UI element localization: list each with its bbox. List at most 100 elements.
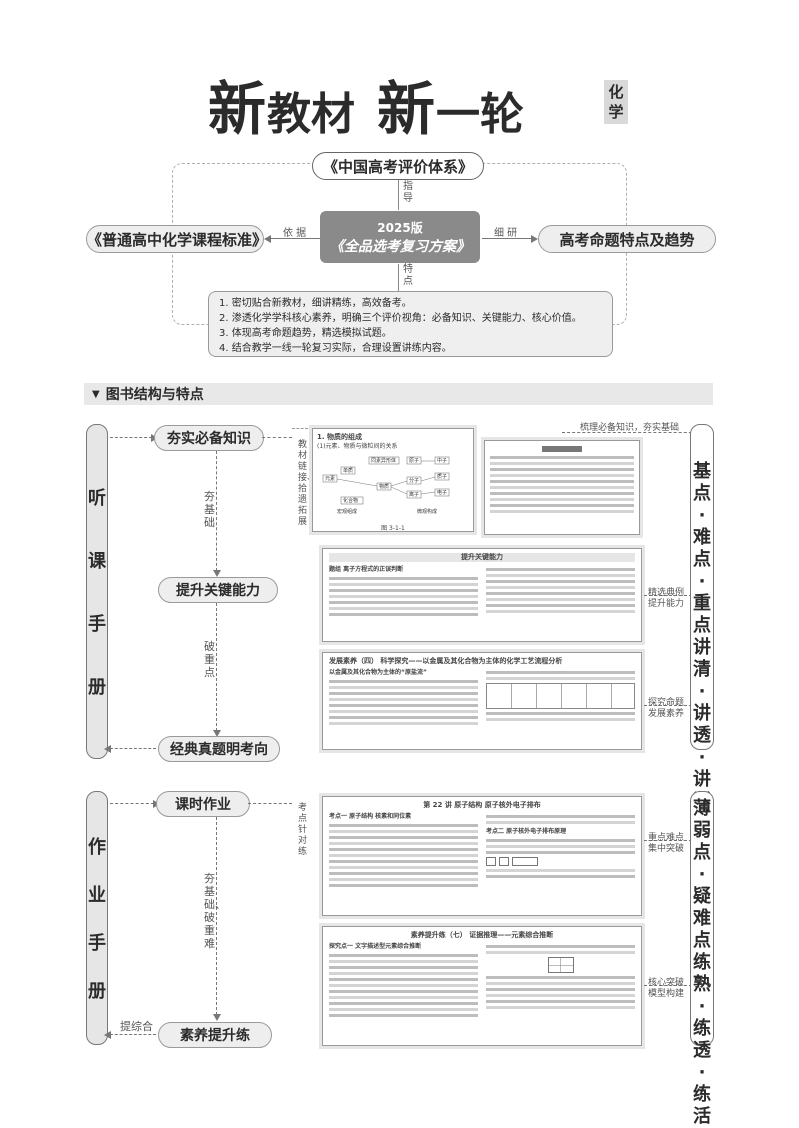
note-targeted-practice: 考点针对练	[298, 803, 308, 857]
work-char: 业	[88, 885, 106, 906]
listen-char: 手	[88, 614, 106, 636]
principle-char: 讲	[693, 769, 711, 790]
preview-subtitle: 以金属及其化合物为主体的“原盐流”	[329, 669, 427, 676]
main-title: 新 教材 新 一轮	[208, 62, 524, 146]
work-char: 册	[88, 981, 106, 1002]
connector-note-top	[562, 432, 702, 433]
preview-page-literacy: 发展素养（四） 科学探究——以金属及其化合物为主体的化学工艺流程分析 以金属及其…	[322, 652, 642, 750]
principle-char: ·	[698, 996, 706, 1017]
preview-heading: 素养提升练（七） 证据推理——元素综合推断	[410, 931, 554, 939]
principle-char: ·	[698, 681, 706, 702]
principle-char: 点	[693, 930, 711, 951]
preview-grid	[547, 957, 574, 973]
step-literacy-practice: 素养提升练	[158, 1022, 272, 1048]
principle-char: 基	[693, 461, 711, 482]
note-select-examples: 精选典例提升能力	[648, 588, 685, 609]
preview-subtitle: 题组 离子方程式的正误判断	[329, 566, 404, 573]
principle-char: 活	[693, 1106, 711, 1127]
connector-listen-back	[104, 745, 156, 753]
principle-char: 练	[693, 1018, 711, 1039]
principle-char: 讲	[693, 637, 711, 658]
subject-char: 学	[608, 103, 624, 121]
preview-heading: 发展素养（四） 科学探究——以金属及其化合物为主体的化学工艺流程分析	[329, 657, 563, 665]
book-title: 《全品选考复习方案》	[330, 238, 470, 255]
connector-listen-down-2	[213, 603, 221, 737]
listen-char: 册	[88, 677, 106, 699]
work-char: 作	[88, 837, 106, 858]
principle-char: ·	[698, 571, 706, 592]
connector-note-low	[644, 705, 702, 706]
axis-label: 宏观组成	[337, 508, 357, 515]
preview-page-quiz	[484, 440, 640, 535]
connector-work-back	[104, 1031, 156, 1039]
preview-fig-caption: 图 3-1-1	[381, 525, 405, 532]
feature-item: 4. 结合教学一线一轮复习实际，合理设置讲练内容。	[219, 343, 452, 354]
step-real-exam: 经典真题明考向	[158, 736, 280, 762]
preview-orbitals	[486, 857, 635, 866]
principle-char: 熟	[693, 974, 711, 995]
principle-char: ·	[698, 864, 706, 885]
preview-sub: (1)元素、物质与微粒间的关系	[317, 443, 398, 450]
connector-listen-down-1	[213, 451, 221, 577]
step-class-homework: 课时作业	[156, 791, 250, 817]
feature-item: 1. 密切贴合新教材，细讲精练，高效备考。	[219, 298, 412, 309]
label-work-basics: 夯基础、破重难	[204, 872, 226, 950]
preview-heading: 第 22 讲 原子结构 原子核外电子排布	[423, 801, 541, 809]
principle-char: 难	[693, 527, 711, 548]
principle-char: 疑	[693, 886, 711, 907]
title-text-textbook: 教材	[267, 89, 356, 140]
note-core-model: 核心突破模型构建	[648, 978, 685, 999]
column-work-manual: 作 业 手 册	[86, 791, 108, 1045]
connector-basis	[264, 235, 320, 243]
preview-subtitle: 考点二 原子核外电子排布原理	[486, 828, 567, 835]
connector-to-preview-1	[262, 437, 292, 438]
connector-note-work-low	[644, 985, 702, 986]
title-char-new-1: 新	[208, 75, 268, 143]
preview-heading: 提升关键能力	[329, 553, 635, 562]
connector-features	[398, 264, 399, 292]
box-exam-trends: 高考命题特点及趋势	[538, 225, 716, 253]
work-char: 手	[88, 933, 106, 954]
connector-to-preview-4	[248, 803, 292, 804]
preview-banner	[542, 446, 582, 452]
preview-page-ability: 提升关键能力 题组 离子方程式的正误判断	[322, 548, 642, 642]
node-label: 质子	[437, 473, 447, 480]
node-label: 分子	[409, 477, 419, 484]
node-label: 物质	[379, 483, 389, 490]
node-label: 单质	[343, 467, 353, 474]
principle-char: 点	[693, 615, 711, 636]
principle-char: 弱	[693, 820, 711, 841]
node-label: 原子	[409, 457, 419, 464]
node-label: 中子	[437, 457, 447, 464]
box-curriculum-standard: 《普通高中化学课程标准》	[86, 225, 267, 253]
note-sort-knowledge: 梳理必备知识，夯实基础	[580, 423, 680, 433]
note-explore-literacy: 探究命题发展素养	[648, 698, 685, 719]
listen-char: 听	[88, 487, 106, 509]
principle-char: 练	[693, 952, 711, 973]
principle-char: 清	[693, 659, 711, 680]
connector-note-mid	[644, 595, 702, 596]
label-features: 特点	[403, 264, 413, 287]
preview-page-knowledge: 1. 物质的组成 (1)元素、物质与微粒间的关系 同素异形体 原子 中子 元素 …	[312, 428, 474, 532]
connector-guide	[398, 180, 399, 210]
feature-item: 2. 渗透化学学科核心素养，明确三个评价视角：必备知识、关键能力、核心价值。	[219, 313, 582, 324]
step-solid-knowledge: 夯实必备知识	[154, 425, 264, 451]
node-label: 离子	[409, 491, 419, 498]
connector-study	[482, 235, 538, 243]
connector-work-down	[213, 817, 221, 1021]
principle-char: ·	[698, 1062, 706, 1083]
label-basis: 依 据	[283, 228, 307, 239]
column-work-principles: 薄弱点·疑难点练熟·练透·练活	[690, 791, 714, 1127]
section-marker-icon: ▼	[92, 388, 100, 400]
principle-char: 透	[693, 1040, 711, 1061]
node-label: 同素异形体	[371, 457, 396, 464]
node-label: 元素	[325, 475, 335, 482]
features-box: 1. 密切贴合新教材，细讲精练，高效备考。 2. 渗透化学学科核心素养，明确三个…	[208, 291, 613, 357]
title-text-round: 一轮	[436, 89, 525, 140]
side-note-frame	[292, 428, 308, 521]
feature-item: 3. 体现高考命题趋势，精选模拟试题。	[219, 328, 392, 339]
label-break-points: 破重点	[204, 640, 215, 679]
title-char-new-2: 新	[377, 75, 437, 143]
section-title: 图书结构与特点	[105, 387, 204, 403]
principle-char: 讲	[693, 703, 711, 724]
